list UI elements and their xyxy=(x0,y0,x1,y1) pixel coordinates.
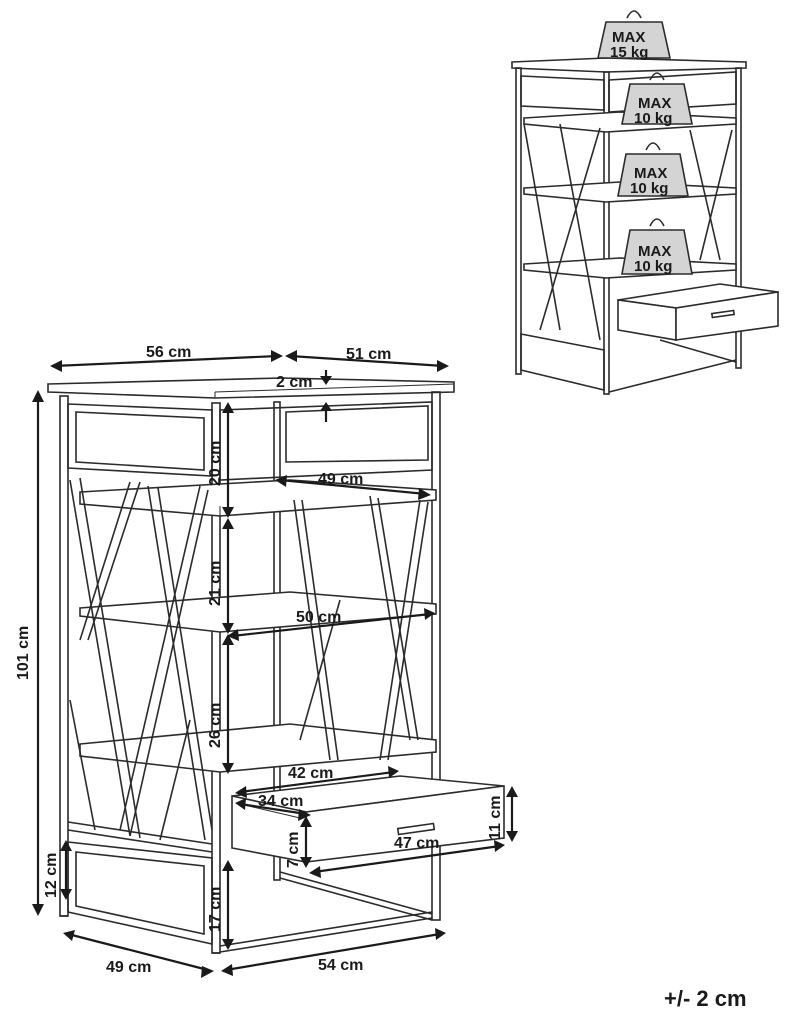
dim-base-depth: 49 cm xyxy=(106,959,151,976)
dim-top-thickness: 2 cm xyxy=(276,374,312,391)
dim-drawer-inner-height: 7 cm xyxy=(285,832,302,868)
dim-drawer-inner-depth: 34 cm xyxy=(258,793,303,810)
weight-value-shelf2: 10 kg xyxy=(630,180,668,197)
weight-icon-shelf1: MAX 10 kg xyxy=(621,72,693,127)
weight-label-shelf2: MAX xyxy=(634,165,667,182)
dim-shelf2-width: 50 cm xyxy=(296,609,341,626)
dim-gap-lower: 26 cm xyxy=(207,703,224,748)
weight-value-shelf1: 10 kg xyxy=(634,110,672,127)
weight-label-top: MAX xyxy=(612,29,645,46)
weight-label-shelf1: MAX xyxy=(638,95,671,112)
weight-limit-drawing: MAX 15 kg MAX 10 kg MAX 10 kg MAX 10 kg xyxy=(511,10,779,395)
dim-total-height: 101 cm xyxy=(15,626,32,680)
weight-value-top: 15 kg xyxy=(610,44,648,61)
weight-value-shelf3: 10 kg xyxy=(634,258,672,275)
weight-label-shelf3: MAX xyxy=(638,243,671,260)
dim-drawer-front-width: 47 cm xyxy=(394,835,439,852)
dim-drawer-height: 11 cm xyxy=(487,796,504,840)
dim-gap-bottom: 17 cm xyxy=(207,887,224,932)
main-cabinet-drawing xyxy=(47,377,505,954)
dim-drawer-inner-width: 42 cm xyxy=(288,765,333,782)
tolerance-note: +/- 2 cm xyxy=(664,986,747,1011)
dim-shelf1-width: 49 cm xyxy=(318,471,363,488)
dimension-labels: 56 cm 51 cm 2 cm 49 cm 50 cm 42 cm 34 cm… xyxy=(15,344,504,976)
dim-top-depth: 51 cm xyxy=(346,346,391,363)
dim-gap-top: 20 cm xyxy=(207,441,224,486)
weight-icon-shelf2: MAX 10 kg xyxy=(617,142,689,197)
dim-base-width: 54 cm xyxy=(318,957,363,974)
dim-base-height: 12 cm xyxy=(43,853,60,898)
dim-gap-middle: 21 cm xyxy=(207,561,224,606)
weight-icon-shelf3: MAX 10 kg xyxy=(621,218,693,275)
dimension-arrows xyxy=(32,350,518,978)
weight-icon-top: MAX 15 kg xyxy=(597,10,671,61)
dim-top-width: 56 cm xyxy=(146,344,191,361)
